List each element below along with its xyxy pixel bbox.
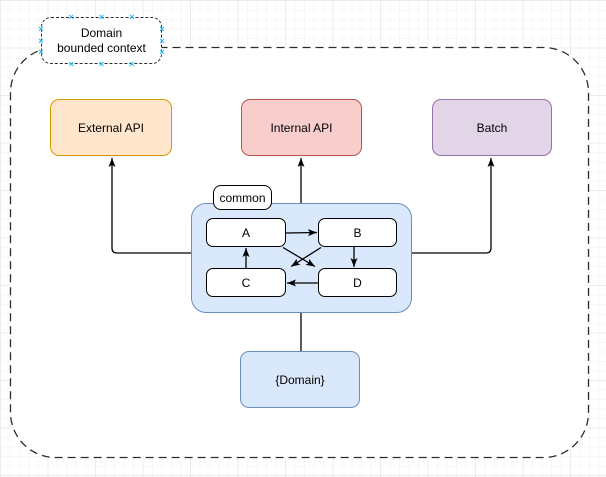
edge-a-to-b[interactable]: [285, 229, 318, 237]
connection-point-icon[interactable]: ×: [159, 23, 165, 34]
node-external-api[interactable]: External API: [50, 99, 172, 156]
node-label: Batch: [476, 120, 508, 135]
edge-a-to-d[interactable]: [282, 246, 316, 268]
node-c[interactable]: C: [206, 268, 286, 297]
connection-point-icon[interactable]: ×: [68, 59, 74, 69]
edge-b-to-c[interactable]: [290, 246, 322, 268]
node-internal-api[interactable]: Internal API: [241, 99, 362, 156]
connection-point-icon[interactable]: ×: [159, 35, 165, 46]
node-label: D: [353, 275, 362, 290]
node-label: {Domain}: [275, 372, 325, 387]
node-label: A: [241, 225, 250, 240]
node-a[interactable]: A: [206, 218, 286, 247]
edge-common-to-external-api[interactable]: [108, 158, 191, 254]
bounded-context-label[interactable]: Domain bounded context: [41, 17, 162, 64]
connection-point-icon[interactable]: ×: [98, 12, 105, 22]
node-label: C: [241, 275, 251, 290]
node-label: common: [219, 190, 266, 205]
connection-point-icon[interactable]: ×: [159, 47, 165, 58]
connection-point-icon[interactable]: ×: [38, 47, 44, 58]
connection-point-icon[interactable]: ×: [129, 59, 135, 69]
node-domain[interactable]: {Domain}: [240, 351, 360, 408]
bounded-context-label-line1: Domain: [80, 25, 123, 40]
bounded-context-label-line2: bounded context: [57, 40, 146, 55]
connection-point-icon[interactable]: ×: [68, 12, 74, 22]
node-label: Internal API: [270, 120, 333, 135]
group-common-title[interactable]: common: [213, 185, 272, 210]
connection-point-icon[interactable]: ×: [129, 12, 135, 22]
node-b[interactable]: B: [318, 218, 397, 247]
connection-point-icon[interactable]: ×: [38, 23, 44, 34]
connection-point-icon[interactable]: ×: [38, 35, 44, 46]
connection-point-icon[interactable]: ×: [98, 59, 105, 69]
node-label: B: [353, 225, 362, 240]
node-d[interactable]: D: [318, 268, 397, 297]
edge-common-to-batch[interactable]: [412, 158, 495, 254]
node-label: External API: [77, 120, 145, 135]
node-batch[interactable]: Batch: [432, 99, 552, 156]
